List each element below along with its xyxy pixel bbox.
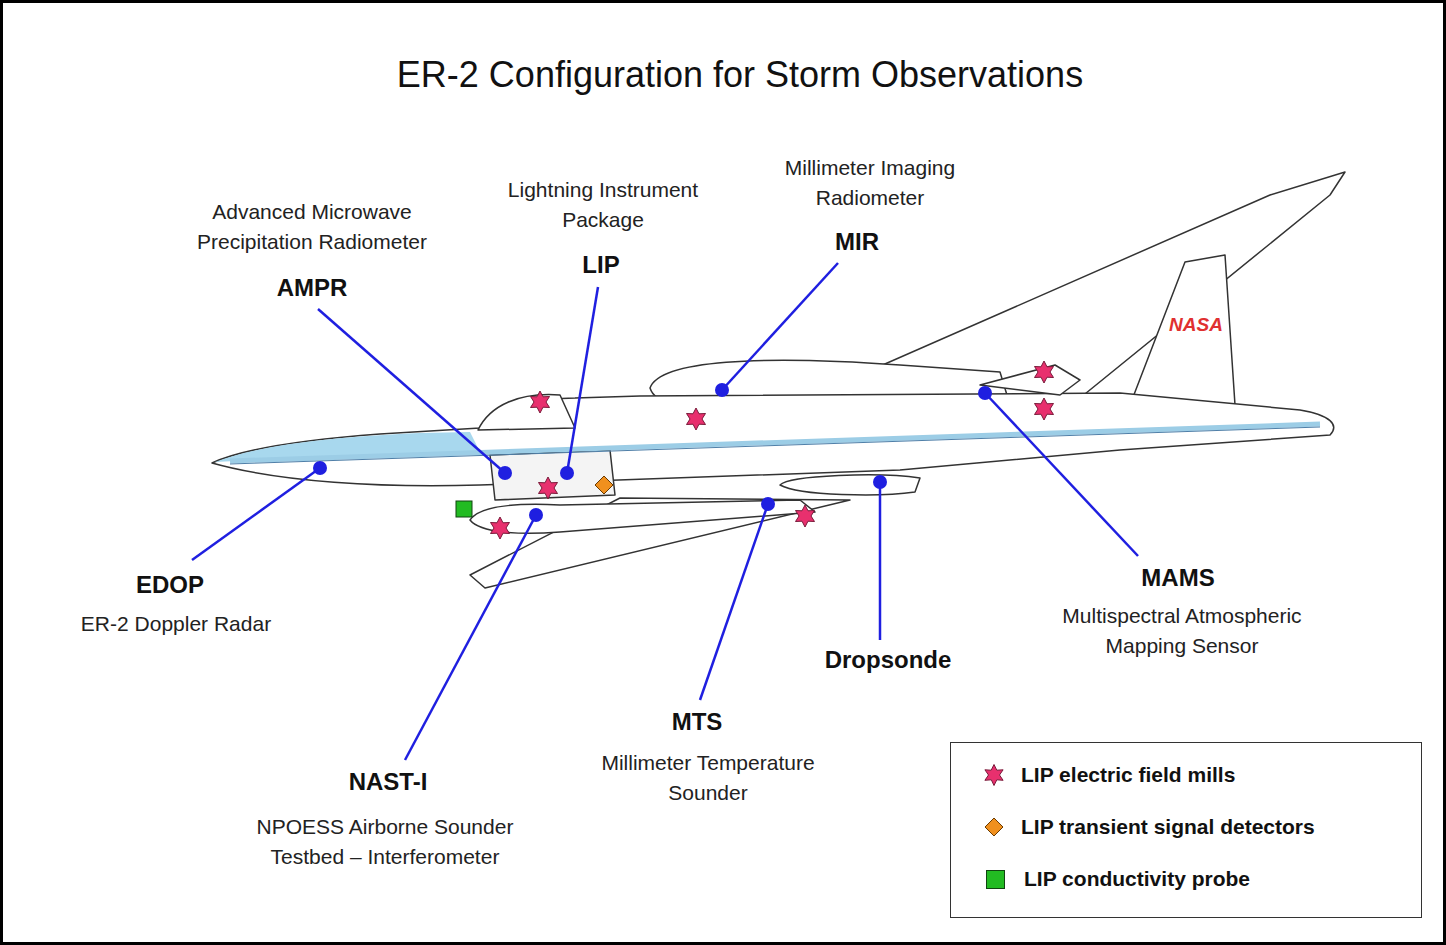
near-wing [470,498,850,588]
canopy [478,395,575,430]
instrument-acronym: AMPR [277,271,348,306]
leader-line [879,482,882,640]
legend-row: LIP electric field mills [951,757,1235,793]
instrument-dot [715,383,729,397]
fuselage-stripe-line [230,427,1320,464]
conductivity-probe [456,501,472,517]
field-mill-star [796,505,815,527]
dropsonde-pod [780,475,920,495]
intake [490,450,615,500]
legend-row: LIP transient signal detectors [951,809,1315,845]
instrument-dot [761,497,775,511]
field-mill-star [539,477,558,499]
instrument-description: Millimeter Imaging Radiometer [755,153,985,214]
instrument-description: Millimeter Temperature Sounder [573,748,843,809]
fuselage [212,393,1334,486]
tail-logo: NASA [1169,311,1223,339]
field-mill-star [687,408,706,430]
leader-line [405,515,536,760]
instrument-description: Lightning Instrument Package [483,175,723,236]
legend-diamond [983,816,1005,838]
legend-shape [985,765,1003,786]
diagram-title: ER-2 Configuration for Storm Observation… [397,49,1083,101]
legend-shape [985,818,1003,836]
leader-line [192,468,320,560]
instrument-acronym: LIP [582,248,619,283]
legend-text: LIP transient signal detectors [1021,815,1315,839]
instrument-acronym: Dropsonde [825,643,952,678]
instrument-acronym: MIR [835,225,879,260]
instrument-dot [560,466,574,480]
leader-line [700,504,768,700]
vertical-fin [1130,255,1235,405]
instrument-acronym: MAMS [1141,561,1214,596]
instrument-acronym: NAST-I [349,765,428,800]
legend-box: LIP electric field millsLIP transient si… [950,742,1422,918]
instrument-description: Advanced Microwave Precipitation Radiome… [167,197,457,258]
legend-swatch [986,870,1005,889]
instrument-description: NPOESS Airborne Sounder Testbed – Interf… [220,812,550,873]
instrument-description: ER-2 Doppler Radar [81,609,271,639]
instrument-dot [873,475,887,489]
instrument-acronym: EDOP [136,568,204,603]
transient-detector [595,476,613,494]
field-mill-star [1035,361,1054,383]
instrument-description: Multispectral Atmospheric Mapping Sensor [1027,601,1337,662]
leader-line [722,263,838,390]
field-mill-star [531,391,550,413]
legend-text: LIP conductivity probe [1024,867,1250,891]
horizontal-tail [980,365,1080,395]
instrument-dot [313,461,327,475]
instrument-dot [498,466,512,480]
instrument-dot [978,386,992,400]
instrument-acronym: MTS [672,705,723,740]
field-mill-star [1035,398,1054,420]
legend-row: LIP conductivity probe [951,861,1250,897]
fuselage-stripe [230,424,1320,461]
field-mill-star [491,517,510,539]
leader-line [567,287,598,473]
instrument-dot [529,508,543,522]
leader-line [985,393,1138,556]
legend-text: LIP electric field mills [1021,763,1235,787]
leader-line [318,309,505,473]
legend-star [983,764,1005,786]
